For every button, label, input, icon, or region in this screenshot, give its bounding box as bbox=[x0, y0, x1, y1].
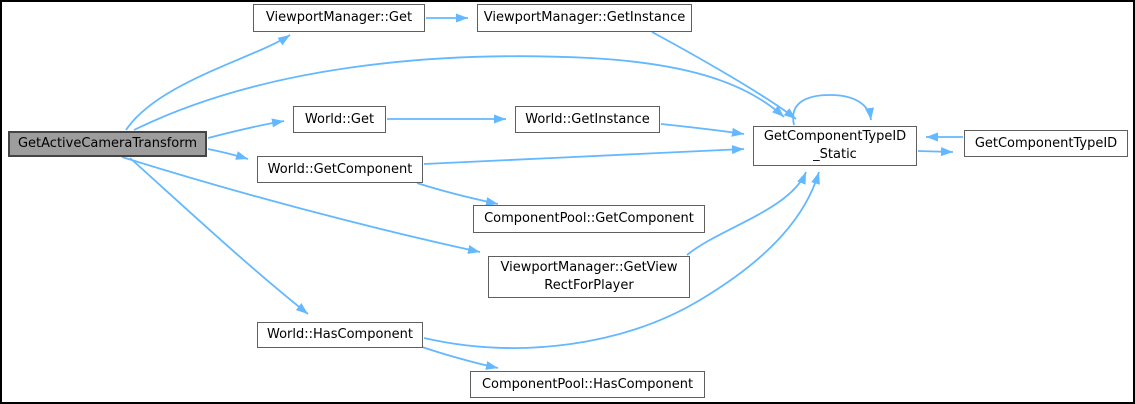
node-world-get-instance[interactable]: World::GetInstance bbox=[515, 106, 660, 133]
node-viewport-manager-get[interactable]: ViewportManager::Get bbox=[253, 4, 425, 32]
edge-world-getcomponent-to-getcomponenttypeid-static bbox=[423, 145, 745, 165]
edge-world-getinstance-to-getcomponenttypeid-static bbox=[660, 123, 745, 137]
node-component-pool-has-component[interactable]: ComponentPool::HasComponent bbox=[470, 371, 705, 398]
edge-getcomponenttypeid-static-self-loop bbox=[792, 94, 874, 126]
edge-getactivecameratransform-to-getcomponenttypeid-static bbox=[133, 55, 785, 131]
node-viewport-manager-get-instance[interactable]: ViewportManager::GetInstance bbox=[477, 4, 692, 32]
edge-getactivecameratransform-to-world-get bbox=[207, 118, 285, 139]
node-world-get[interactable]: World::Get bbox=[293, 106, 386, 133]
node-get-component-type-id[interactable]: GetComponentTypeID bbox=[964, 130, 1128, 157]
node-world-has-component[interactable]: World::HasComponent bbox=[257, 322, 423, 348]
edge-world-getcomponent-to-componentpool-getcomponent bbox=[416, 182, 499, 206]
edge-getactivecameratransform-to-viewrectforplayer bbox=[121, 156, 481, 254]
edge-getactivecameratransform-to-world-hascomponent bbox=[129, 157, 309, 315]
edge-viewrectforplayer-to-getcomponenttypeid-static bbox=[686, 171, 807, 256]
node-get-active-camera-transform[interactable]: GetActiveCameraTransform bbox=[8, 131, 207, 157]
edge-viewportmanager-getinstance-to-getcomponenttypeid-static bbox=[651, 31, 797, 120]
edge-getactivecameratransform-to-viewportmanager-get bbox=[125, 34, 291, 131]
node-world-get-component[interactable]: World::GetComponent bbox=[257, 156, 423, 183]
node-viewport-manager-get-view-rect-for-player[interactable]: ViewportManager::GetView RectForPlayer bbox=[488, 256, 690, 298]
node-component-pool-get-component[interactable]: ComponentPool::GetComponent bbox=[473, 205, 705, 233]
edge-getcomponenttypeid-static-to-getcomponenttypeid bbox=[917, 147, 954, 157]
node-get-component-type-id-static[interactable]: GetComponentTypeID _Static bbox=[753, 126, 917, 166]
edge-world-hascomponent-to-getcomponenttypeid-static bbox=[423, 171, 820, 349]
edge-world-hascomponent-to-componentpool-hascomponent bbox=[418, 345, 499, 370]
edge-getactivecameratransform-to-world-getcomponent bbox=[207, 148, 249, 160]
